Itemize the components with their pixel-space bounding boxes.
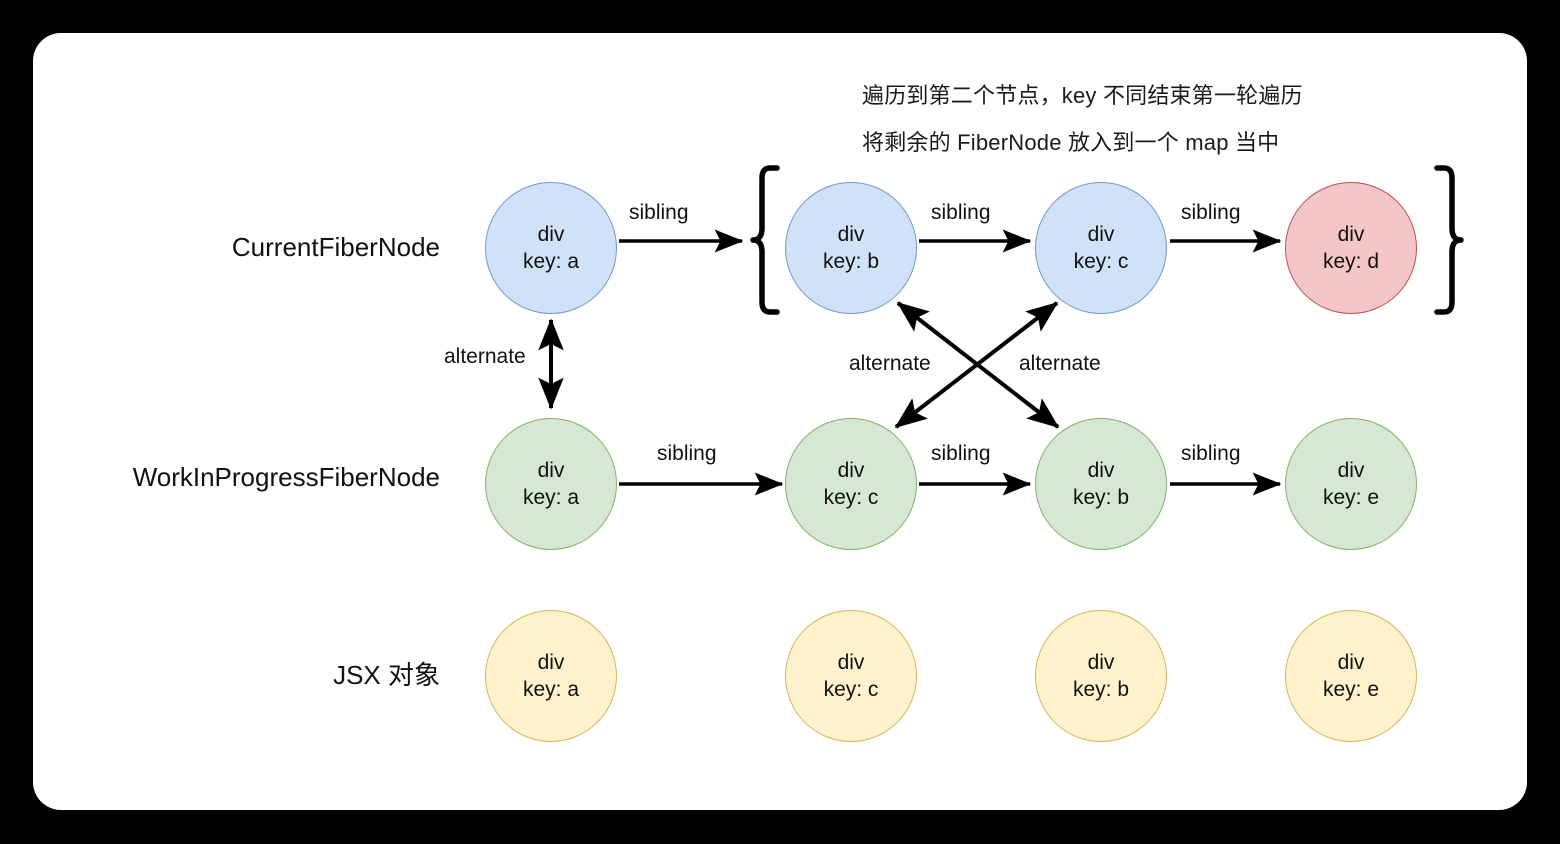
node-key: key: c: [1073, 250, 1129, 273]
node-tag: div: [837, 650, 865, 674]
edge-label-sibling-current-b-c: sibling: [931, 201, 991, 224]
node-key: key: b: [1072, 486, 1130, 509]
edge-label-sibling-wip-c-b: sibling: [931, 442, 991, 465]
node-jsx-a[interactable]: div key: a: [485, 610, 617, 742]
node-current-c[interactable]: div key: c: [1035, 182, 1167, 314]
edge-label-sibling-current-a-b: sibling: [629, 201, 689, 224]
node-key: key: e: [1322, 678, 1380, 701]
row-label-wip-fiber: WorkInProgressFiberNode: [132, 462, 440, 492]
edge-label-alternate-c: alternate: [1019, 352, 1101, 375]
edge-label-sibling-wip-a-c: sibling: [657, 442, 717, 465]
node-key: key: b: [822, 250, 880, 273]
node-key: key: a: [522, 678, 580, 701]
node-jsx-c[interactable]: div key: c: [785, 610, 917, 742]
node-tag: div: [837, 222, 865, 246]
node-key: key: e: [1322, 486, 1380, 509]
node-key: key: c: [823, 486, 879, 509]
node-tag: div: [1337, 458, 1365, 482]
node-tag: div: [537, 222, 565, 246]
node-key: key: a: [522, 486, 580, 509]
node-wip-e[interactable]: div key: e: [1285, 418, 1417, 550]
edge-label-alternate-a: alternate: [444, 345, 526, 368]
edge-label-alternate-b: alternate: [849, 352, 931, 375]
annotation-line-2: 将剩余的 FiberNode 放入到一个 map 当中: [862, 130, 1280, 155]
node-jsx-e[interactable]: div key: e: [1285, 610, 1417, 742]
node-tag: div: [1087, 458, 1115, 482]
diagram-card: [33, 33, 1527, 810]
node-wip-c[interactable]: div key: c: [785, 418, 917, 550]
node-current-d[interactable]: div key: d: [1285, 182, 1417, 314]
node-wip-a[interactable]: div key: a: [485, 418, 617, 550]
node-key: key: c: [823, 678, 879, 701]
node-tag: div: [1337, 222, 1365, 246]
node-wip-b[interactable]: div key: b: [1035, 418, 1167, 550]
node-key: key: d: [1322, 250, 1380, 273]
node-current-a[interactable]: div key: a: [485, 182, 617, 314]
node-tag: div: [537, 458, 565, 482]
node-key: key: b: [1072, 678, 1130, 701]
row-label-current-fiber: CurrentFiberNode: [231, 232, 440, 262]
edge-label-sibling-wip-b-e: sibling: [1181, 442, 1241, 465]
annotation-line-1: 遍历到第二个节点，key 不同结束第一轮遍历: [862, 83, 1303, 108]
edge-label-sibling-current-c-d: sibling: [1181, 201, 1241, 224]
node-current-b[interactable]: div key: b: [785, 182, 917, 314]
node-tag: div: [837, 458, 865, 482]
node-tag: div: [1087, 222, 1115, 246]
node-tag: div: [537, 650, 565, 674]
node-tag: div: [1087, 650, 1115, 674]
node-jsx-b[interactable]: div key: b: [1035, 610, 1167, 742]
row-label-jsx: JSX 对象: [333, 660, 440, 690]
node-tag: div: [1337, 650, 1365, 674]
node-key: key: a: [522, 250, 580, 273]
